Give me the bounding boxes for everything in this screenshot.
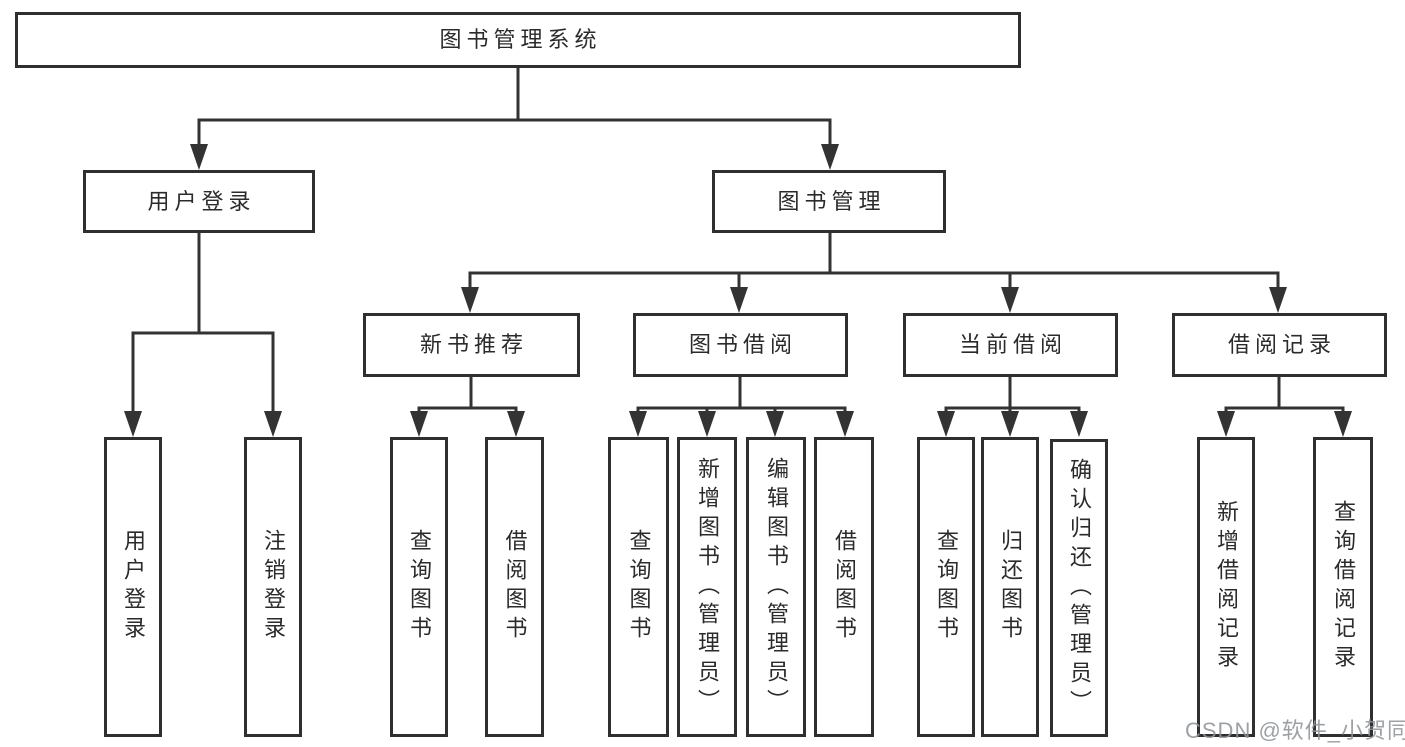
node-borrow-records-label: 借阅记录 xyxy=(1227,332,1336,357)
leaf-edit-books-admin: 编辑图书（管理员） xyxy=(746,437,806,737)
node-book-borrow-label: 图书借阅 xyxy=(688,332,797,357)
node-borrow-records: 借阅记录 xyxy=(1172,313,1387,377)
csdn-watermark: CSDN @软件_小贺同学 xyxy=(1185,718,1405,743)
node-root: 图书管理系统 xyxy=(15,12,1021,68)
leaf-confirm-return-admin-label: 确认归还（管理员） xyxy=(1067,457,1092,719)
node-user-login: 用户登录 xyxy=(83,170,315,233)
leaf-user-login: 用户登录 xyxy=(104,437,162,737)
leaf-recommend-query-books: 查询图书 xyxy=(390,437,448,737)
leaf-recommend-borrow-books-label: 借阅图书 xyxy=(502,529,528,645)
leaf-return-books-label: 归还图书 xyxy=(998,529,1023,645)
node-book-borrow: 图书借阅 xyxy=(633,313,848,377)
leaf-edit-books-admin-label: 编辑图书（管理员） xyxy=(764,456,789,718)
node-new-book-recommend-label: 新书推荐 xyxy=(419,332,528,357)
node-current-borrow-label: 当前借阅 xyxy=(958,332,1067,357)
leaf-logout: 注销登录 xyxy=(244,437,302,737)
node-root-label: 图书管理系统 xyxy=(439,27,602,52)
leaf-borrow-query-books-label: 查询图书 xyxy=(626,529,652,645)
node-new-book-recommend: 新书推荐 xyxy=(363,313,580,377)
leaf-confirm-return-admin: 确认归还（管理员） xyxy=(1050,439,1108,737)
node-book-management: 图书管理 xyxy=(712,170,946,233)
leaf-current-query-books: 查询图书 xyxy=(917,437,975,737)
leaf-current-query-books-label: 查询图书 xyxy=(934,529,959,645)
leaf-query-borrow-record: 查询借阅记录 xyxy=(1313,437,1373,737)
node-current-borrow: 当前借阅 xyxy=(903,313,1118,377)
node-book-management-label: 图书管理 xyxy=(777,188,886,214)
leaf-add-books-admin-label: 新增图书（管理员） xyxy=(695,456,720,718)
leaf-recommend-borrow-books: 借阅图书 xyxy=(485,437,544,737)
leaf-add-books-admin: 新增图书（管理员） xyxy=(677,437,737,737)
leaf-user-login-label: 用户登录 xyxy=(121,529,146,645)
leaf-query-borrow-record-label: 查询借阅记录 xyxy=(1331,500,1356,674)
leaf-borrow-books: 借阅图书 xyxy=(814,437,874,737)
leaf-recommend-query-books-label: 查询图书 xyxy=(407,529,432,645)
leaf-borrow-query-books: 查询图书 xyxy=(608,437,669,737)
node-user-login-label: 用户登录 xyxy=(147,188,256,214)
leaf-logout-label: 注销登录 xyxy=(261,529,286,645)
leaf-add-borrow-record-label: 新增借阅记录 xyxy=(1214,500,1239,674)
leaf-return-books: 归还图书 xyxy=(981,437,1039,737)
leaf-borrow-books-label: 借阅图书 xyxy=(832,529,857,645)
leaf-add-borrow-record: 新增借阅记录 xyxy=(1197,437,1255,737)
